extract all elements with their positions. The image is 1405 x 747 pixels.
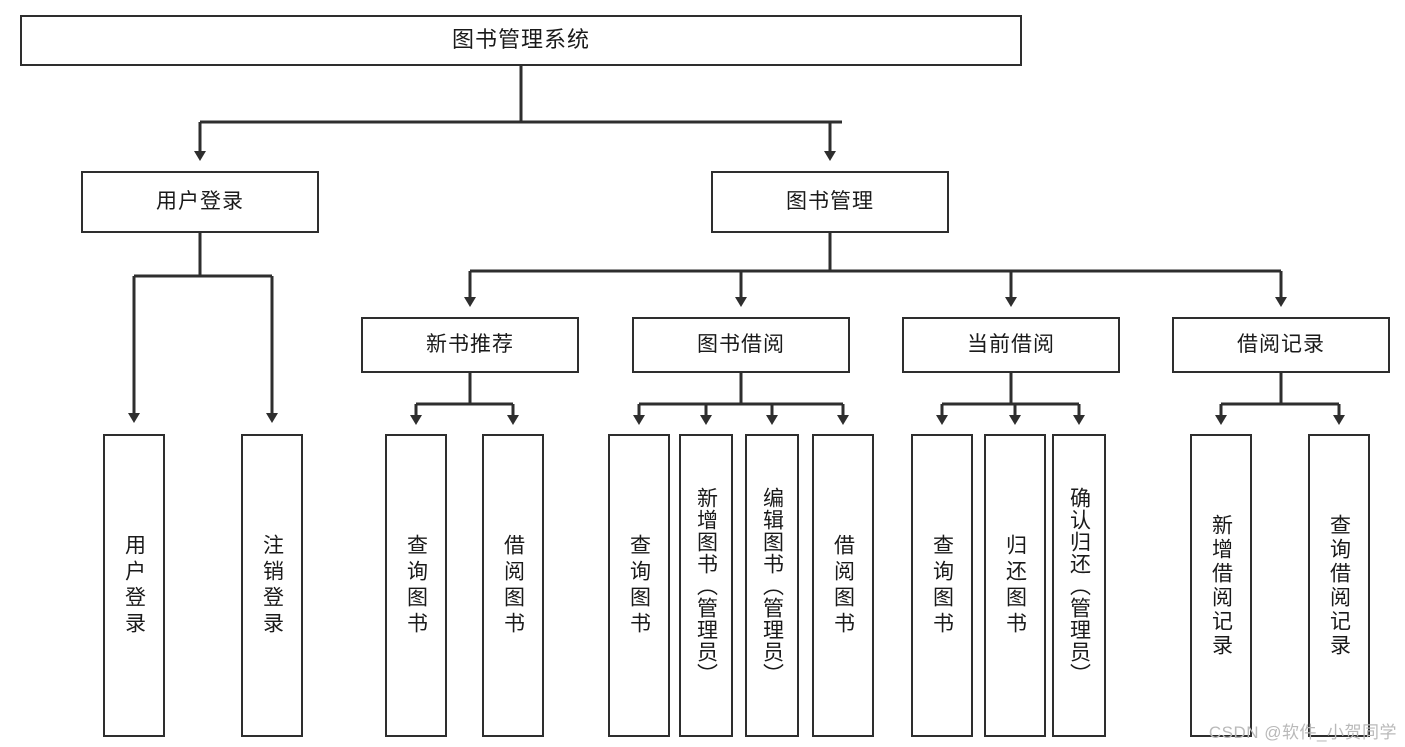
node-leaf-add-record-label: 新增借阅记录 [1209,513,1233,658]
node-user-login[interactable]: 用户登录 [81,171,319,233]
node-leaf-edit-book-label: 编辑图书（管理员） [760,486,784,685]
node-leaf-return-book-label: 归还图书 [1003,533,1027,638]
csdn-watermark: CSDN @软件_小贺同学 [1208,723,1397,742]
node-leaf-query-book-br-label: 查询图书 [627,533,651,638]
node-leaf-confirm-return-label: 确认归还（管理员） [1067,486,1091,685]
node-leaf-borrow-book-rec-label: 借阅图书 [501,533,525,638]
node-current-borrow[interactable]: 当前借阅 [902,317,1120,373]
node-current-borrow-label: 当前借阅 [967,333,1055,357]
node-leaf-query-book-cb[interactable]: 查询图书 [911,434,973,737]
node-leaf-confirm-return[interactable]: 确认归还（管理员） [1052,434,1106,737]
node-leaf-query-record[interactable]: 查询借阅记录 [1308,434,1370,737]
node-book-borrow-label: 图书借阅 [697,333,785,357]
node-leaf-user-logout-label: 注销登录 [260,533,284,638]
node-leaf-borrow-book-br[interactable]: 借阅图书 [812,434,874,737]
node-leaf-user-login[interactable]: 用户登录 [103,434,165,737]
node-new-book-rec[interactable]: 新书推荐 [361,317,579,373]
node-leaf-query-book-rec[interactable]: 查询图书 [385,434,447,737]
node-leaf-borrow-book-br-label: 借阅图书 [831,533,855,638]
node-user-login-label: 用户登录 [156,190,244,214]
node-leaf-add-book[interactable]: 新增图书（管理员） [679,434,733,737]
node-leaf-borrow-book-rec[interactable]: 借阅图书 [482,434,544,737]
node-leaf-edit-book[interactable]: 编辑图书（管理员） [745,434,799,737]
node-leaf-query-book-cb-label: 查询图书 [930,533,954,638]
node-leaf-user-logout[interactable]: 注销登录 [241,434,303,737]
node-leaf-return-book[interactable]: 归还图书 [984,434,1046,737]
node-book-borrow[interactable]: 图书借阅 [632,317,850,373]
node-leaf-user-login-label: 用户登录 [122,533,146,638]
node-leaf-add-book-label: 新增图书（管理员） [694,486,718,685]
node-book-manage[interactable]: 图书管理 [711,171,949,233]
node-leaf-query-book-rec-label: 查询图书 [404,533,428,638]
node-root[interactable]: 图书管理系统 [20,15,1022,66]
node-leaf-query-record-label: 查询借阅记录 [1327,513,1351,658]
node-book-manage-label: 图书管理 [786,190,874,214]
node-borrow-record-label: 借阅记录 [1237,333,1325,357]
node-leaf-query-book-br[interactable]: 查询图书 [608,434,670,737]
node-leaf-add-record[interactable]: 新增借阅记录 [1190,434,1252,737]
node-root-label: 图书管理系统 [451,27,590,53]
node-borrow-record[interactable]: 借阅记录 [1172,317,1390,373]
node-new-book-rec-label: 新书推荐 [426,333,514,357]
